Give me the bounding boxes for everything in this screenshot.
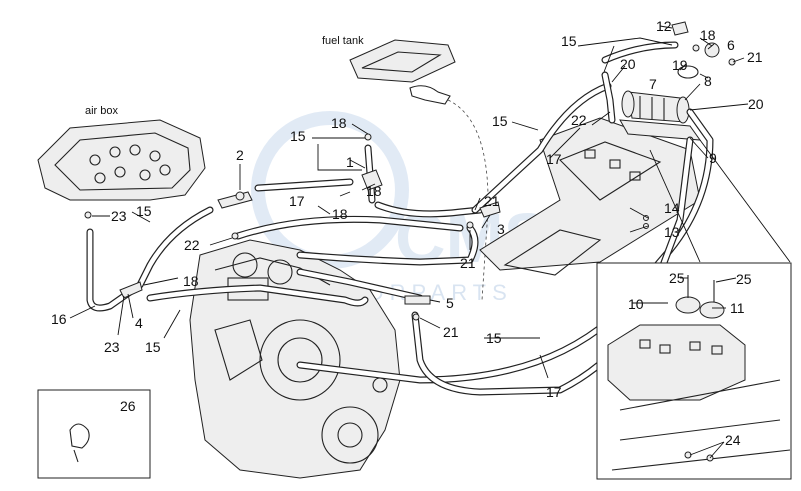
callout-5: 5 [446,295,454,311]
callout-15-d: 15 [492,113,508,129]
callout-20-a: 20 [620,56,636,72]
hose-clip-drawing [69,423,90,463]
callout-19: 19 [672,57,688,73]
callout-21-d: 21 [443,324,459,340]
callout-22-b: 22 [571,112,587,128]
callout-17-c: 17 [546,384,562,400]
callout-13: 13 [664,224,680,240]
callout-21-b: 21 [484,193,500,209]
callout-12: 12 [656,18,672,34]
callout-7: 7 [649,76,657,92]
callouts: 1 2 3 4 5 6 7 8 9 10 11 12 13 14 15 15 1… [51,18,764,448]
callout-8: 8 [704,73,712,89]
clamps-detail-drawing [607,275,791,471]
callout-17-b: 17 [546,151,562,167]
callout-23-b: 23 [104,339,120,355]
callout-21-a: 21 [747,49,763,65]
inset-box-clip [37,389,151,479]
callout-15-a: 15 [290,128,306,144]
callout-10: 10 [628,296,644,312]
fuel-tank-drawing [349,39,456,105]
callout-21-c: 21 [460,255,476,271]
callout-18-b: 18 [366,183,382,199]
callout-15-e: 15 [561,33,577,49]
callout-24: 24 [725,432,741,448]
callout-2: 2 [236,147,244,163]
callout-4: 4 [135,315,143,331]
callout-26: 26 [120,398,136,414]
callout-22-a: 22 [184,237,200,253]
callout-18-e: 18 [700,27,716,43]
fuel-filter-drawing [621,90,690,124]
callout-25-b: 25 [736,271,752,287]
callout-20-b: 20 [748,96,764,112]
top-right-fittings [671,21,736,79]
callout-15-b: 15 [136,203,152,219]
air-box-drawing [37,119,206,201]
callout-25-a: 25 [669,270,685,286]
callout-18-d: 18 [183,273,199,289]
engine-drawing [189,239,401,479]
callout-15-c: 15 [145,339,161,355]
callout-9: 9 [709,150,717,166]
callout-17-a: 17 [289,193,305,209]
callout-15-f: 15 [486,330,502,346]
callout-18-c: 18 [332,206,348,222]
fuel-tank-caption: fuel tank [322,35,364,47]
callout-3: 3 [497,221,505,237]
callout-14: 14 [664,200,680,216]
callout-16: 16 [51,311,67,327]
callout-1: 1 [346,154,354,170]
callout-6: 6 [727,37,735,53]
leader-lines [69,25,749,459]
air-box-caption: air box [85,105,119,117]
callout-11: 11 [730,300,745,316]
callout-23-a: 23 [111,208,127,224]
callout-18-a: 18 [331,115,347,131]
hose-fittings [84,133,649,321]
